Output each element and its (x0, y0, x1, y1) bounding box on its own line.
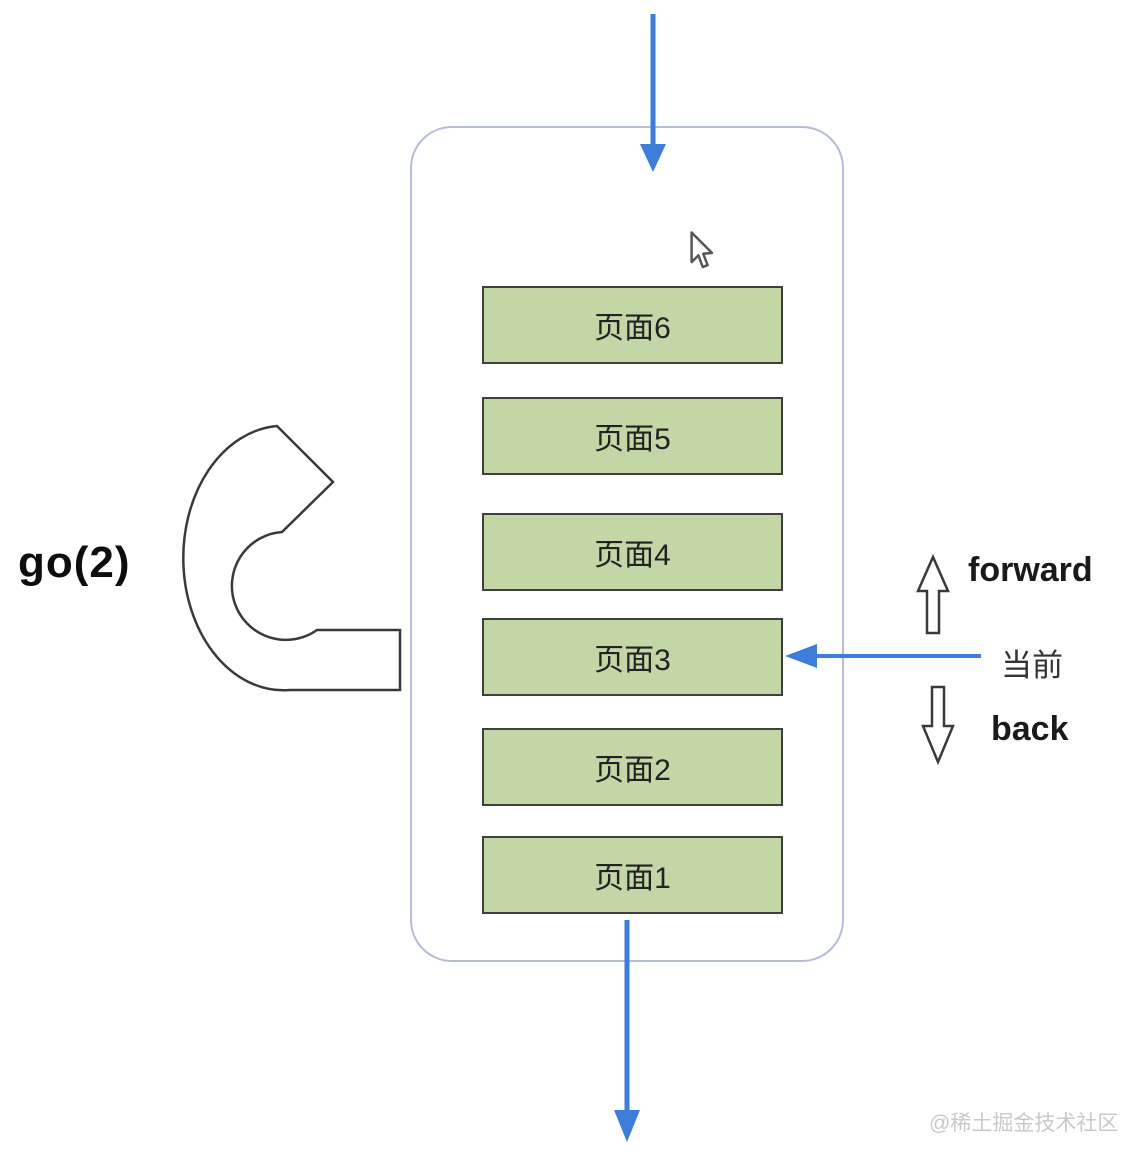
back-down-arrow-icon (921, 685, 955, 766)
page-box-3-current: 页面3 (482, 618, 783, 696)
current-left-arrow-icon (785, 644, 981, 668)
page-box-5: 页面5 (482, 397, 783, 475)
go-call-label: go(2) (18, 538, 131, 587)
page-box-6: 页面6 (482, 286, 783, 364)
back-label: back (991, 710, 1069, 748)
page-box-label: 页面4 (594, 539, 671, 572)
page-box-label: 页面6 (594, 312, 671, 345)
page-box-4: 页面4 (482, 513, 783, 591)
go-uturn-arrow-icon (182, 424, 402, 692)
page-box-1: 页面1 (482, 836, 783, 914)
entry-down-arrow-icon (640, 14, 666, 172)
forward-label: forward (968, 551, 1093, 589)
current-pointer-label: 当前 (1001, 648, 1063, 683)
mouse-cursor-icon (690, 231, 714, 269)
watermark: @稀土掘金技术社区 (929, 1112, 1119, 1135)
page-box-label: 页面1 (594, 862, 671, 895)
forward-up-arrow-icon (916, 553, 950, 635)
page-box-label: 页面5 (594, 423, 671, 456)
exit-down-arrow-icon (614, 920, 640, 1142)
page-box-2: 页面2 (482, 728, 783, 806)
page-box-label: 页面3 (594, 644, 671, 677)
page-box-label: 页面2 (594, 754, 671, 787)
